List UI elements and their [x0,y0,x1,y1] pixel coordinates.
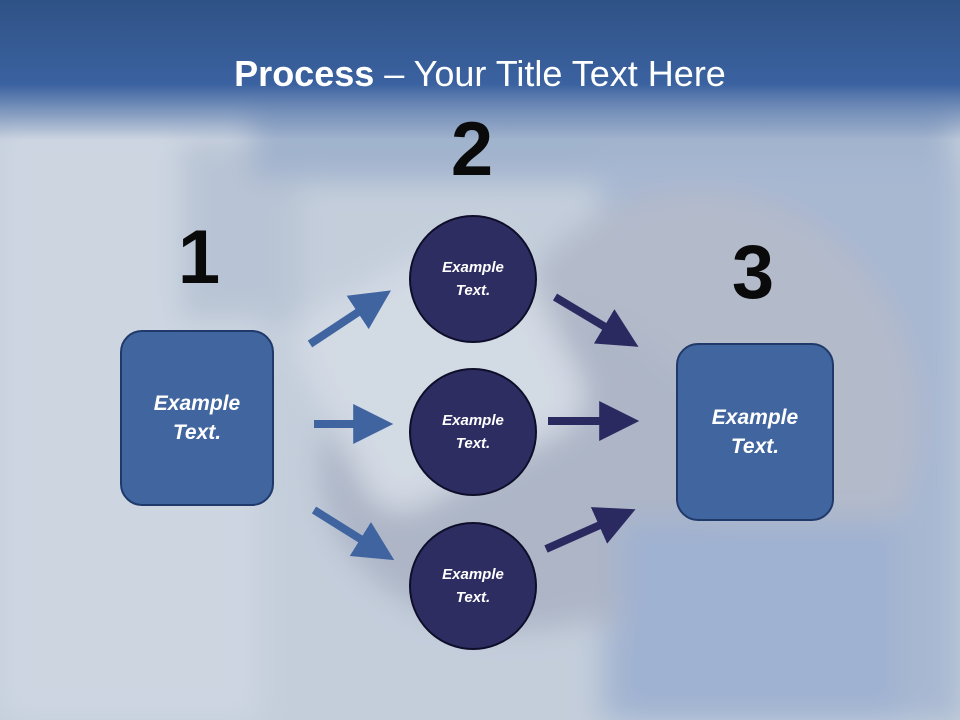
title-bold: Process [234,53,375,94]
slide-title: Process – Your Title Text Here [0,52,960,96]
circle-top-line2: Text. [455,282,491,299]
left-box-line1: Example [153,392,241,415]
circle-bottom-text: Example Text. [442,563,504,609]
circle-bottom-line1: Example [442,566,504,583]
right-box-line1: Example [711,406,799,429]
step-number-2: 2 [450,107,494,192]
process-circle-top[interactable]: Example Text. [409,215,537,343]
title-banner [0,0,960,140]
right-box-line2: Text. [730,435,780,458]
circle-middle-text: Example Text. [442,409,504,455]
right-box-text: Example Text. [712,403,798,461]
left-process-box[interactable]: Example Text. [120,330,274,506]
process-circle-bottom[interactable]: Example Text. [409,522,537,650]
left-box-line2: Text. [172,421,222,444]
circle-middle-line2: Text. [455,435,491,452]
left-box-text: Example Text. [154,389,240,447]
circle-top-text: Example Text. [442,256,504,302]
title-rest: – Your Title Text Here [374,53,726,94]
step-number-1: 1 [177,215,221,300]
circle-bottom-line2: Text. [455,589,491,606]
right-process-box[interactable]: Example Text. [676,343,834,521]
circle-middle-line1: Example [442,412,504,429]
process-circle-middle[interactable]: Example Text. [409,368,537,496]
step-number-3: 3 [731,230,775,315]
circle-top-line1: Example [442,259,504,276]
